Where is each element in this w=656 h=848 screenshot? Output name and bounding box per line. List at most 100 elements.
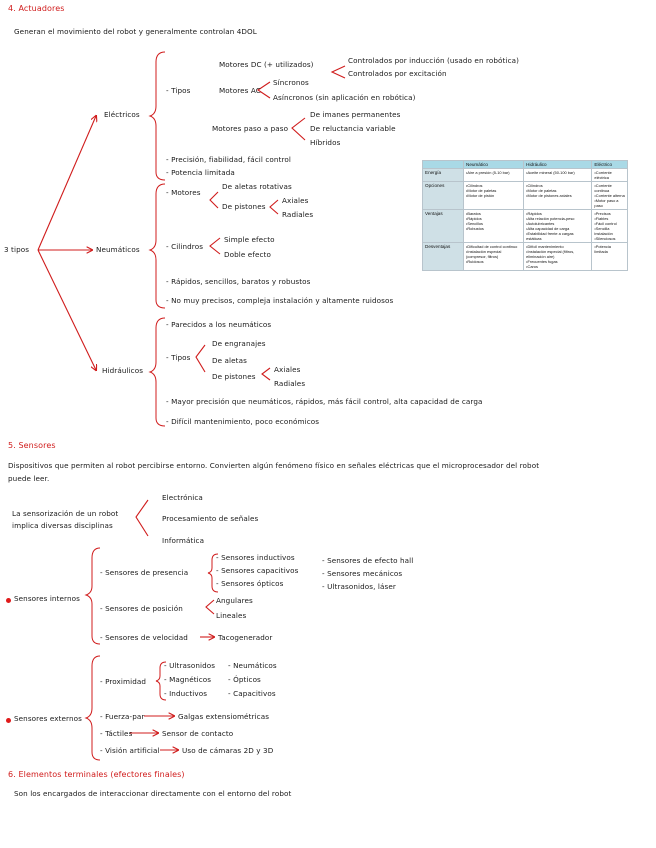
brace-hidraulicos [148, 317, 166, 427]
table-cell-line: •Caros [526, 264, 538, 269]
table-cell-line: •Fiables [594, 216, 609, 221]
neumaticos-c-a: Simple efecto [224, 235, 275, 244]
table-cell-line: •Motor de paletas [466, 188, 497, 193]
presencia-d: - Sensores de efecto hall [322, 556, 414, 565]
neumaticos-label: Neumáticos [96, 245, 140, 254]
neumaticos-c-b: Doble efecto [224, 250, 271, 259]
section-6-title: 6. Elementos terminales (efectores final… [8, 770, 185, 779]
brace-electricos [148, 51, 166, 181]
electricos-pro-1: - Precisión, fiabilidad, fácil control [166, 155, 291, 164]
motores-ac: Motores AC [219, 86, 261, 95]
fuerza-par: - Fuerza-par [100, 712, 145, 721]
sensorizacion-2: implica diversas disciplinas [12, 521, 113, 530]
table-cell-line: •Difícil mantenimiento [526, 244, 564, 249]
hidraulicos-t-a: De engranajes [212, 339, 266, 348]
table-cell-line: •Precisos [594, 211, 611, 216]
table-cell-line: •Sencilla instalación [594, 226, 613, 236]
section-5-intro-2: puede leer. [8, 474, 50, 483]
presencia-f: - Ultrasonidos, láser [322, 582, 396, 591]
table-row-label: Desventajas [422, 242, 464, 271]
neumaticos-motores: - Motores [166, 188, 201, 197]
disciplina-2: Procesamiento de señales [162, 514, 259, 523]
table-cell: •Aceite mineral (50-100 bar) [523, 168, 593, 182]
table-cell-line: •Baratos [466, 211, 481, 216]
table-cell-line: •Rápidos [466, 216, 482, 221]
section-4-intro: Generan el movimiento del robot y genera… [14, 27, 257, 36]
vision-a: Uso de cámaras 2D y 3D [182, 746, 274, 755]
table-cell: •Precisos•Fiables•Fácil control•Sencilla… [591, 209, 628, 243]
neumaticos-m-a: De aletas rotativas [222, 182, 292, 191]
motores-dc-b: Controlados por excitación [348, 69, 447, 78]
table-cell-line: •Aire a presión (5-10 bar) [466, 170, 510, 175]
table-row-label: Opciones [422, 181, 464, 210]
sensores-posicion: - Sensores de posición [100, 604, 183, 613]
presencia-c: - Sensores ópticos [216, 579, 284, 588]
section-5-intro-1: Dispositivos que permiten al robot perci… [8, 461, 540, 470]
hidraulicos-tipos: - Tipos [166, 353, 191, 362]
electricos-tipos: - Tipos [166, 86, 191, 95]
sensores-velocidad: - Sensores de velocidad [100, 633, 188, 642]
disciplina-1: Electrónica [162, 493, 203, 502]
motores-pp-c: Híbridos [310, 138, 341, 147]
table-cell-line: •Fácil control [594, 221, 617, 226]
motores-pp-b: De reluctancia variable [310, 124, 396, 133]
table-cell-line: •Estabilidad frente a cargas estáticas [526, 231, 574, 241]
table-cell: •Cilindros•Motor de paletas•Motor de pis… [462, 181, 525, 210]
fuerza-a: Galgas extensiométricas [178, 712, 270, 721]
posicion-a: Angulares [216, 596, 253, 605]
proximidad-b: - Magnéticos [164, 675, 212, 684]
table-cell: •Corriente continua•Corriente alterna•Mo… [591, 181, 628, 210]
table-cell: •Dificultad de control continuo•Instalac… [462, 242, 525, 271]
table-cell-line: •Aceite mineral (50-100 bar) [526, 170, 575, 175]
motores-pp: Motores paso a paso [212, 124, 289, 133]
table-cell-line: •Ruidosos [466, 259, 484, 264]
table-row: Energía•Aire a presión (5-10 bar)•Aceite… [422, 168, 628, 182]
hidraulicos-pro-1: - Mayor precisión que neumáticos, rápido… [166, 397, 483, 406]
table-cell-line: •Motor de pistones axiales [526, 193, 572, 198]
presencia-e: - Sensores mecánicos [322, 569, 403, 578]
table-cell-line: •Cilindros [526, 183, 543, 188]
brace-externos [84, 655, 101, 761]
bullet-internos [6, 598, 11, 603]
vision-artificial: - Visión artificial [100, 746, 160, 755]
brace-neumaticos [148, 183, 166, 309]
presencia-a: - Sensores inductivos [216, 553, 295, 562]
table-cell-line: •Cilindros [466, 183, 483, 188]
hidraulicos-t-c: De pistones [212, 372, 256, 381]
table-cell-line: •Robustos [466, 226, 484, 231]
neumaticos-cilindros: - Cilindros [166, 242, 204, 251]
hidraulicos-t-c1: Axiales [274, 365, 301, 374]
section-6-desc: Son los encargados de interaccionar dire… [14, 789, 292, 798]
table-cell-line: •Motor paso a paso [594, 198, 619, 208]
comparison-table: Neumático Hidráulico Eléctrico Energía•A… [422, 160, 628, 271]
table-cell-line: •Autolubricantes [526, 221, 555, 226]
table-row: Desventajas•Dificultad de control contin… [422, 242, 628, 271]
motores-pp-a: De imanes permanentes [310, 110, 401, 119]
table-header-cell: Eléctrico [591, 160, 628, 169]
presencia-b: - Sensores capacitivos [216, 566, 299, 575]
table-cell-line: •Sencillos [466, 221, 483, 226]
proximidad: - Proximidad [100, 677, 147, 686]
arrow-electricos [37, 116, 96, 251]
proximidad-d: - Neumáticos [228, 661, 277, 670]
proximidad-c: - Inductivos [164, 689, 208, 698]
arrow-hidraulicos [37, 249, 96, 370]
velocidad-a: Tacogenerador [218, 633, 273, 642]
table-cell-line: •Motor de paletas [526, 188, 557, 193]
hidraulicos-sim: - Parecidos a los neumáticos [166, 320, 272, 329]
section-4-title: 4. Actuadores [8, 4, 65, 13]
hidraulicos-t-b: De aletas [212, 356, 247, 365]
table-header-cell: Hidráulico [523, 160, 593, 169]
sensores-internos-label: Sensores internos [14, 594, 80, 603]
table-row: Opciones•Cilindros•Motor de paletas•Moto… [422, 181, 628, 210]
proximidad-e: - Ópticos [228, 675, 261, 684]
table-cell: •Corriente eléctrica [591, 168, 628, 182]
table-row: Ventajas•Baratos•Rápidos•Sencillos•Robus… [422, 209, 628, 243]
neumaticos-pro-2: - No muy precisos, compleja instalación … [166, 296, 394, 305]
motores-dc-a: Controlados por inducción (usado en robó… [348, 56, 520, 65]
table-cell: •Cilindros•Motor de paletas•Motor de pis… [523, 181, 593, 210]
table-cell-line: •Dificultad de control continuo [466, 244, 518, 249]
table-cell-line: •Alta relación potencia-peso [526, 216, 575, 221]
motores-dc: Motores DC (+ utilizados) [219, 60, 314, 69]
